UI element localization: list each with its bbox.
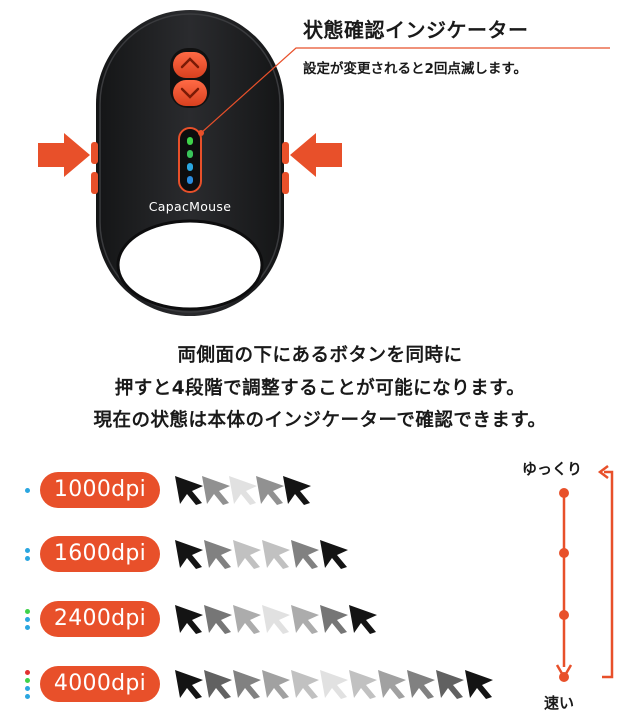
pointer-cursor-icon [283, 476, 311, 505]
side-button-arrows [38, 133, 342, 177]
pointer-cursor-icon [291, 670, 319, 699]
indicator-dots [22, 470, 32, 510]
pointer-cursor-icon [175, 540, 203, 569]
callout-title: 状態確認インジケーター [303, 18, 529, 42]
callout-line [198, 47, 610, 136]
dpi-badge: 1600dpi [40, 536, 160, 572]
indicator-dot-blue [25, 487, 30, 493]
mouse-product-drawing [38, 10, 610, 316]
speed-return-bracket [602, 470, 614, 679]
indicator-dot-blue [25, 624, 30, 630]
pointer-cursor-icon [204, 605, 232, 634]
pointer-cursor-icon [229, 476, 257, 505]
dpi-badge: 4000dpi [40, 666, 160, 702]
dpi-row-4000: 4000dpi [0, 664, 530, 704]
speed-step-marker [559, 488, 569, 498]
pointer-cursor-icon [262, 540, 290, 569]
mouse-illustration: CapacMouse 状態確認インジケーター 設定が変更されると2回点滅します。 [0, 0, 640, 330]
pointer-cursor-icon [436, 670, 464, 699]
speed-step-marker [559, 548, 569, 558]
brand-label: CapacMouse [148, 199, 232, 214]
pointer-cursor-icon [407, 670, 435, 699]
pointer-cursor-icon [349, 670, 377, 699]
dpi-badge: 2400dpi [40, 601, 160, 637]
indicator-dot-green [25, 608, 30, 614]
pointer-cursor-icon [465, 670, 493, 699]
pointer-cursor-icon [291, 540, 319, 569]
cursor-trail [172, 470, 532, 510]
pointer-cursor-icon [256, 476, 284, 505]
speed-down-arrow [555, 664, 573, 680]
pointer-cursor-icon [175, 476, 203, 505]
pointer-cursor-icon [262, 605, 290, 634]
dpi-row-2400: 2400dpi [0, 599, 530, 639]
pointer-cursor-icon [320, 540, 348, 569]
pointer-cursor-icon [175, 670, 203, 699]
indicator-dot-green [25, 677, 30, 683]
indicator-dot-blue [25, 685, 30, 691]
pointer-cursor-icon [320, 605, 348, 634]
status-indicator [178, 127, 202, 193]
description-line-3: 現在の状態は本体のインジケーターで確認できます。 [93, 410, 547, 431]
indicator-dot-red [25, 669, 30, 675]
speed-scale [555, 465, 614, 682]
pointer-cursor-icon [233, 605, 261, 634]
indicator-dots [22, 664, 32, 704]
dpi-row-1000: 1000dpi [0, 470, 530, 510]
indicator-dot-blue [25, 555, 30, 561]
pointer-cursor-icon [204, 670, 232, 699]
indicator-dot-blue [25, 693, 30, 699]
scroll-button [170, 48, 210, 108]
dpi-row-1600: 1600dpi [0, 534, 530, 574]
pointer-cursor-icon [291, 605, 319, 634]
cursor-trail [172, 599, 532, 639]
indicator-dots [22, 534, 32, 574]
dpi-badge: 1000dpi [40, 472, 160, 508]
indicator-dot-blue [25, 616, 30, 622]
description-line-2: 押すと4段階で調整することが可能になります。 [114, 378, 526, 399]
speed-fast-label: 速い [544, 694, 575, 712]
cursor-trail [172, 534, 532, 574]
cursor-trail [172, 664, 532, 704]
callout-subtitle: 設定が変更されると2回点滅します。 [303, 61, 528, 77]
pointer-cursor-icon [349, 605, 377, 634]
pointer-cursor-icon [262, 670, 290, 699]
side-buttons [91, 142, 289, 194]
indicator-dot-blue [25, 547, 30, 553]
pointer-cursor-icon [202, 476, 230, 505]
pointer-cursor-icon [204, 540, 232, 569]
indicator-dots [22, 599, 32, 639]
pointer-cursor-icon [175, 605, 203, 634]
pointer-cursor-icon [378, 670, 406, 699]
speed-slow-label: ゆっくり [522, 460, 583, 478]
speed-return-arrow [597, 465, 609, 479]
pointer-cursor-icon [320, 670, 348, 699]
pointer-cursor-icon [233, 540, 261, 569]
description-line-1: 両側面の下にあるボタンを同時に [177, 345, 463, 366]
speed-step-marker [559, 610, 569, 620]
pointer-cursor-icon [233, 670, 261, 699]
